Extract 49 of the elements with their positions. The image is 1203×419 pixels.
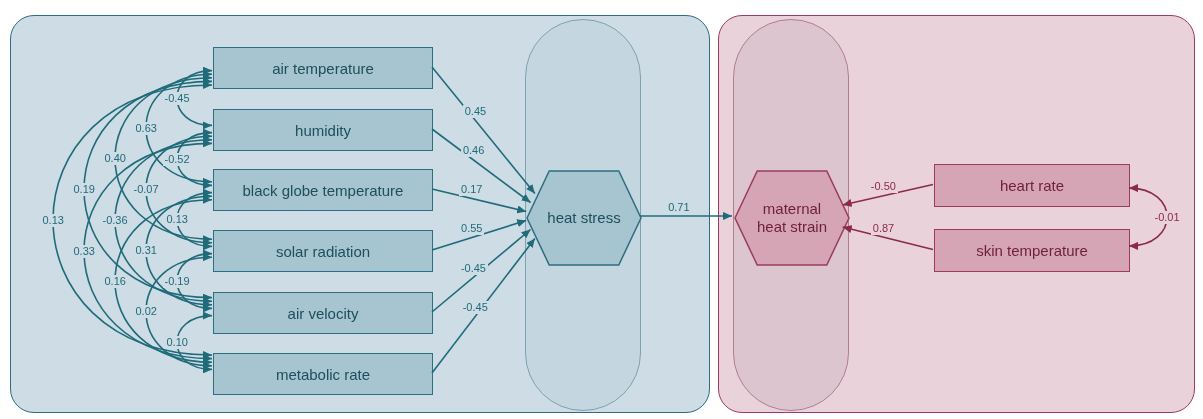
arrow [83, 78, 213, 301]
edge-label: 0.40 [102, 152, 128, 165]
variable-box: skin temperature [934, 229, 1130, 272]
arrow [114, 136, 213, 305]
arrow [145, 193, 213, 308]
arrow [83, 140, 213, 362]
edge-label: 0.13 [164, 213, 190, 226]
arrow [841, 183, 934, 207]
arrow [52, 82, 213, 358]
arrow [431, 228, 532, 313]
arrow [1128, 185, 1168, 249]
latent-variable-hexagon: maternal heat strain [734, 170, 850, 266]
highlight-band [525, 19, 641, 411]
latent-variable-hexagon: heat stress [526, 170, 642, 266]
edge-label: -0.50 [868, 180, 898, 194]
arrow [176, 129, 213, 189]
edge-label: 0.02 [133, 305, 159, 318]
arrow [431, 219, 527, 251]
arrow [431, 128, 532, 204]
variable-box: black globe temperature [213, 169, 433, 211]
edge-label: 0.31 [133, 244, 159, 257]
arrow [431, 188, 527, 214]
edge-label: 0.46 [460, 144, 487, 158]
variable-box: heart rate [934, 164, 1130, 207]
edge-label: 0.19 [71, 183, 97, 196]
arrow [145, 71, 213, 185]
edge-label: -0.45 [460, 301, 490, 314]
arrow [176, 250, 213, 312]
variable-box: air temperature [213, 47, 433, 89]
edge-label: -0.07 [131, 183, 161, 196]
arrow [176, 67, 213, 129]
arrow [431, 237, 536, 374]
group-panel [10, 15, 710, 413]
arrow [841, 225, 934, 251]
variable-box: air velocity [213, 292, 433, 334]
arrow [639, 212, 733, 220]
variable-box: metabolic rate [213, 353, 433, 395]
variable-box: solar radiation [213, 230, 433, 272]
arrow [114, 196, 213, 366]
edge-label: 0.10 [164, 336, 190, 349]
edge-label: -0.36 [100, 214, 130, 227]
arrow [145, 254, 213, 369]
arrow [431, 66, 536, 195]
variable-box: humidity [213, 109, 433, 151]
arrow [145, 133, 213, 246]
highlight-band [733, 19, 849, 411]
arrow [114, 74, 213, 243]
group-panel [718, 15, 1195, 413]
edge-label: 0.55 [459, 222, 485, 236]
